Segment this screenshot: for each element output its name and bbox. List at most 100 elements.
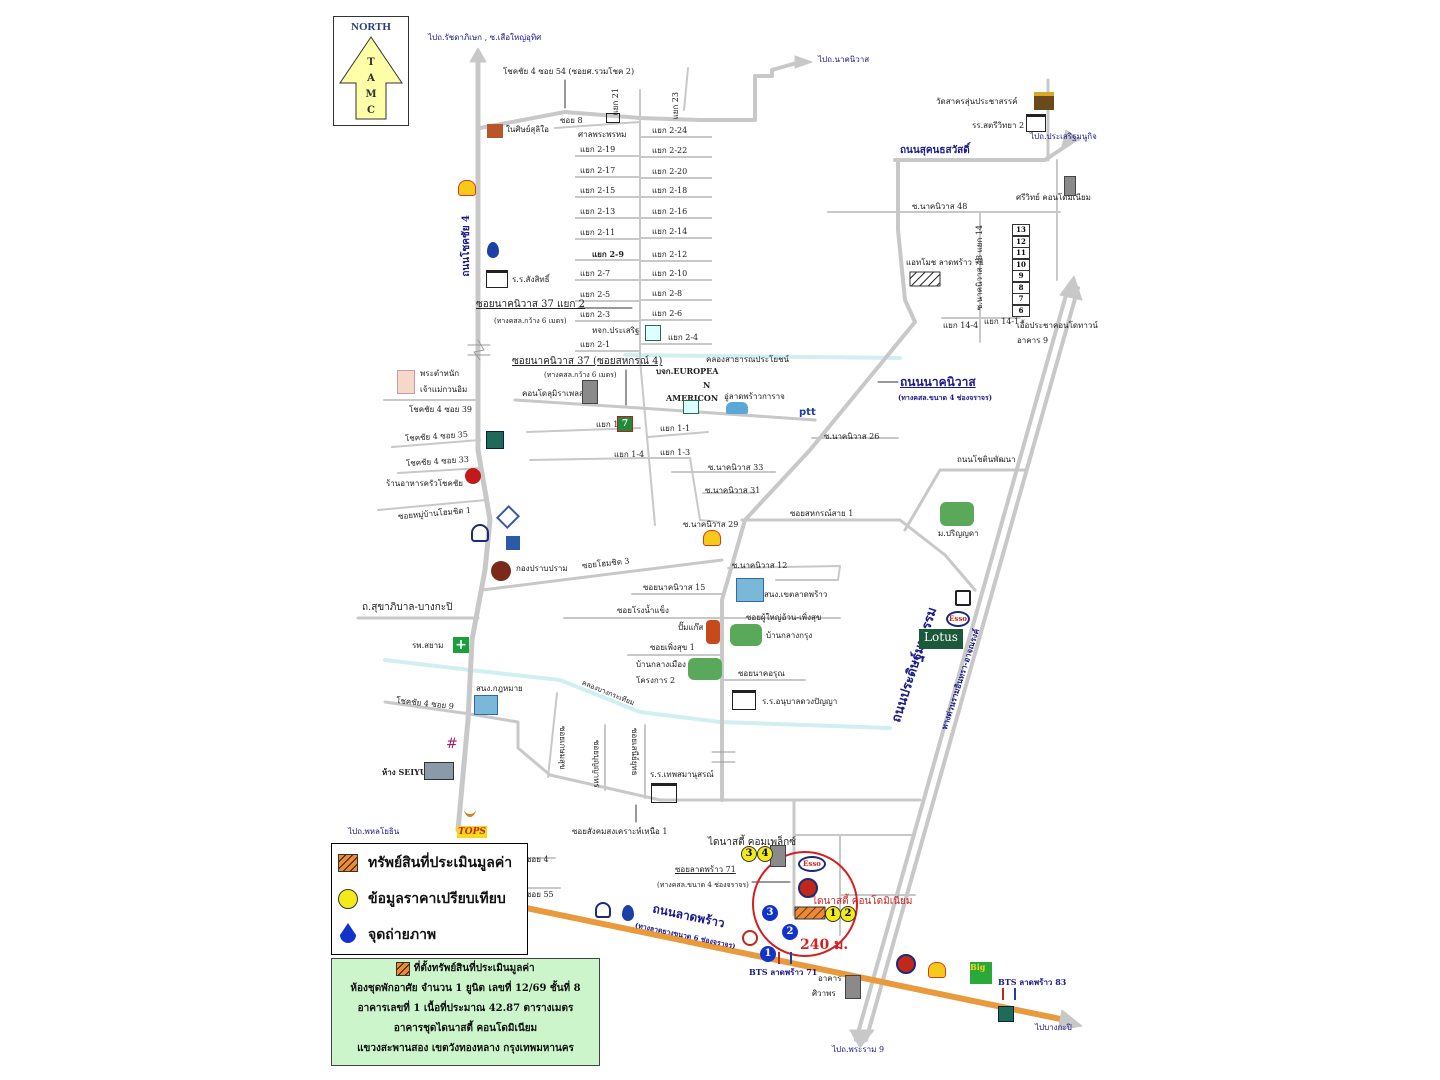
photo-point-marker[interactable]: 3 [762,905,778,921]
road-label-yaek23: แยก 23 [671,92,680,120]
road-label-yaek: แยก 2-15 [580,186,616,195]
condo-floor-box: 12 [1012,235,1030,248]
road-label-yaek14-1: แยก 14-1 [984,317,1020,326]
place-office-law: สนง.กฎหมาย [476,684,523,693]
road-yaek23 [683,67,689,111]
arrow-pradit-up [1059,275,1083,301]
railway-icon: # [446,736,458,752]
place-siwaporn-2: ศิวาพร [812,989,836,998]
hatch-swatch-icon [338,854,358,872]
road-label-yaiuan: ซอยผู้ใหญ่อ้วน-เพิ่งสุข [746,613,822,622]
road-label-nn31: ซ.นาคนิวาส 31 [705,486,761,495]
comparable-marker[interactable]: 1 [825,906,841,922]
caltex-icon [798,878,818,898]
road-label-yaek: แยก 2-17 [580,166,616,175]
photo-point-marker[interactable]: 1 [760,946,776,962]
road-label-yaek: แยก 2-3 [580,310,611,319]
road-label-yaek: แยก 2-7 [580,269,611,278]
place-baan-klangmuang-1: บ้านกลางเมือง [636,660,686,669]
road-soi37-2-main [639,359,656,526]
road-label-yaek21: แยก 21 [611,88,620,116]
village-icon [730,624,762,646]
road-label-sukontasawat: ถนนสุคนธสวัสดิ์ [900,145,970,156]
scb-bank-icon [595,902,611,918]
comparable-marker[interactable]: 4 [757,846,773,862]
road-chokchai4 [455,57,493,833]
condo-floor-box: 11 [1012,247,1030,259]
distance-label: 240 ม. [800,937,849,953]
big-c-logo-icon: Big [970,962,992,984]
condo-floor-box: 13 [1012,224,1030,236]
place-car-garage: อู่ลาดพร้าวการาจ [724,392,785,401]
ptt-logo-icon: ptt [799,407,816,418]
info-line-1: ที่ตั้งทรัพย์สินที่ประเมินมูลค่า [332,959,599,979]
condo-floor-box: 8 [1012,281,1030,294]
north-compass: NORTH T A M C [333,16,409,126]
road-label-nn37-2: ซอยนาคนิวาส 37 แยก 2 [476,299,585,310]
road-nn37 [513,398,817,422]
subject-property-marker [794,906,826,920]
place-baan-klangmuang-2: โครงการ 2 [636,676,676,685]
comparable-marker[interactable]: 3 [741,846,757,862]
road-label-phengsuk1: ซอยเพิ่งสุข 1 [650,643,695,652]
school-icon [732,690,756,710]
plot-hatched [909,271,941,287]
place-seiyu: ห้าง SEIYU [382,767,427,777]
road-label-nn33: ซ.นาคนิวาส 33 [708,463,764,472]
canal-label-sathan: คลองสาธารณประโยชน์ [706,355,789,364]
compass-letter: A [367,73,375,84]
photo-point-marker[interactable]: 2 [782,924,798,940]
road-label-yaek: แยก 2-14 [652,227,688,236]
condo-building-icon [582,380,598,404]
legend-photo: จุดถ่ายภาพ [338,922,436,948]
place-dynasty-complex: ไดนาสตี้ คอมเพล็กซ์ [708,837,797,848]
direction-bangkapi: ไปบางกะปิ [1035,1023,1072,1032]
place-parinyada: ม.ปริญญดา [938,529,979,538]
car-icon [726,402,748,414]
comparable-marker[interactable]: 2 [840,906,856,922]
road-label-yaek1-1: แยก 1-1 [660,424,691,433]
road-nn12 [727,565,841,581]
esso-icon: Esso [798,856,826,872]
place-european-3: AMERICON [666,393,719,403]
place-siwaporn-1: อาคาร [818,974,842,983]
place-restaurant: ร้านอาหารครัวโชคชัย [386,479,463,488]
legend-subject: ทรัพย์สินที่ประเมินมูลค่า [338,850,512,876]
road-label-chotin: ถนนโชตินพัฒนา [957,455,1016,464]
road-ladprao [485,897,1068,1023]
direction-ratchada: ไปถ.รัชดาภิเษก , ซ.เสือใหญ่อุทิศ [428,33,542,42]
condo-building-icon [1064,176,1076,196]
shell-icon [703,530,721,546]
bangchak-icon [486,431,504,449]
road-label-nakarun: ซอยนาคอรุณ [738,669,785,678]
direction-rama9: ไปถ.พระราม 9 [832,1045,885,1054]
road-label-nn26: ซ.นาคนิวาส 26 [824,432,880,441]
road-yaek1-4 [529,457,641,461]
road-label-yaek: แยก 2-12 [652,250,688,259]
bts-icon [778,952,792,964]
school-icon [651,783,677,803]
blue-drop-icon [340,923,356,943]
hatch-swatch-icon [396,961,411,976]
road-label-boonya: ซอยบุญญาทร [592,740,601,788]
place-bts83: BTS ลาดพร้าว 83 [998,977,1067,987]
compass-title: NORTH [351,21,391,33]
road-sukontasawat [893,138,1077,162]
road-chotin [903,468,1027,532]
road-label-nn15: ซอยนาคนิวาส 15 [643,583,706,592]
direction-prasert: ไปถ.ประเสริฐมนูกิจ [1030,132,1097,141]
direction-nak-niwat: ไปถ.นาคนิวาส [818,55,870,64]
road-soi8 [554,121,641,129]
place-building9: อาคาร 9 [1017,336,1049,345]
bank-icon [506,536,520,550]
arrow-prasert [1061,129,1081,147]
ptt-flame-icon [487,242,499,258]
road-cc9 [383,700,922,802]
arrow-ladprao [1057,1009,1083,1031]
condo-floor-box: 7 [1012,293,1030,305]
guanyin-shrine-icon [397,370,415,394]
road-yaek1-3 [639,457,721,523]
office-building-icon [474,695,498,715]
road-label-soi55: ซอย 55 [526,890,554,899]
school-icon [486,270,508,288]
